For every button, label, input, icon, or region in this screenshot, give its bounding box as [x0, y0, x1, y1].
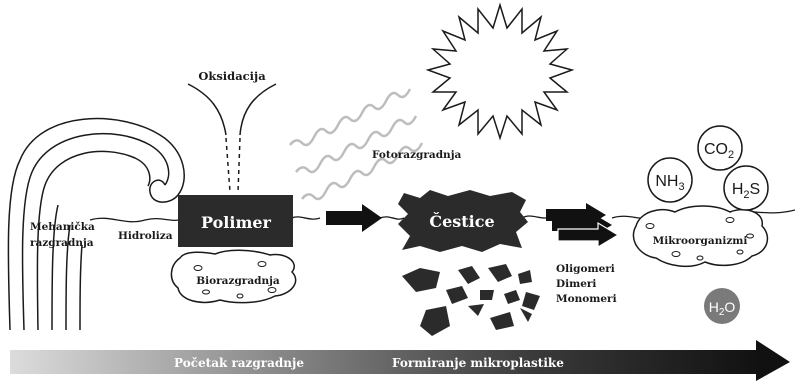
nh3-bubble: NH3	[647, 157, 693, 203]
triple-arrow	[546, 203, 620, 249]
h2o-h: H	[709, 299, 719, 315]
h2s-bubble: H2S	[723, 165, 769, 211]
arrow-to-particles	[326, 204, 382, 232]
surface-line	[89, 209, 795, 223]
h2o-drop: H2O	[704, 288, 740, 324]
h2o-o: O	[724, 299, 735, 315]
particles-shape	[398, 190, 528, 252]
nh3-subscript: 3	[678, 181, 684, 193]
mechanical-wave-shape	[7, 117, 185, 331]
microorganisms-label: Mikroorganizmi	[653, 235, 748, 247]
uv-waves	[289, 88, 424, 201]
svg-text:CO2: CO2	[704, 141, 734, 161]
oxidation-funnel	[187, 83, 277, 193]
co2-text: CO	[704, 141, 728, 158]
biodegradation-label: Biorazgradnja	[196, 275, 280, 287]
h2o-subscript: 2	[719, 307, 725, 318]
svg-text:H2O: H2O	[709, 299, 736, 318]
sun-icon	[425, 2, 575, 141]
particles-label: Čestice	[429, 211, 494, 231]
co2-subscript: 2	[728, 149, 734, 161]
polymer-label: Polimer	[201, 213, 272, 232]
h2s-subscript: 2	[743, 189, 749, 201]
fragments	[402, 264, 540, 336]
mechanical-label-line2: razgradnja	[30, 237, 94, 249]
oligomers-label: Oligomeri	[556, 263, 615, 275]
oxidation-label: Oksidacija	[198, 69, 266, 83]
monomers-label: Monomeri	[556, 293, 617, 305]
timeline-start-label: Početak razgradnje	[174, 356, 304, 370]
dimers-label: Dimeri	[556, 278, 596, 290]
svg-text:H2S: H2S	[732, 181, 760, 201]
biodegradation-dots	[193, 261, 277, 299]
nh3-text: NH	[655, 173, 678, 190]
microorganism-dots	[645, 217, 754, 261]
timeline-bar	[10, 340, 790, 381]
co2-bubble: CO2	[697, 125, 743, 171]
timeline-end-label: Formiranje mikroplastike	[392, 356, 564, 370]
photodegradation-label: Fotorazgradnja	[372, 149, 461, 161]
h2s-s: S	[750, 181, 761, 198]
h2s-h: H	[732, 181, 744, 198]
svg-text:NH3: NH3	[655, 173, 684, 193]
mechanical-label-line1: Mehanička	[30, 220, 95, 233]
polymer-box	[178, 195, 293, 247]
hydrolysis-label: Hidroliza	[118, 230, 173, 242]
